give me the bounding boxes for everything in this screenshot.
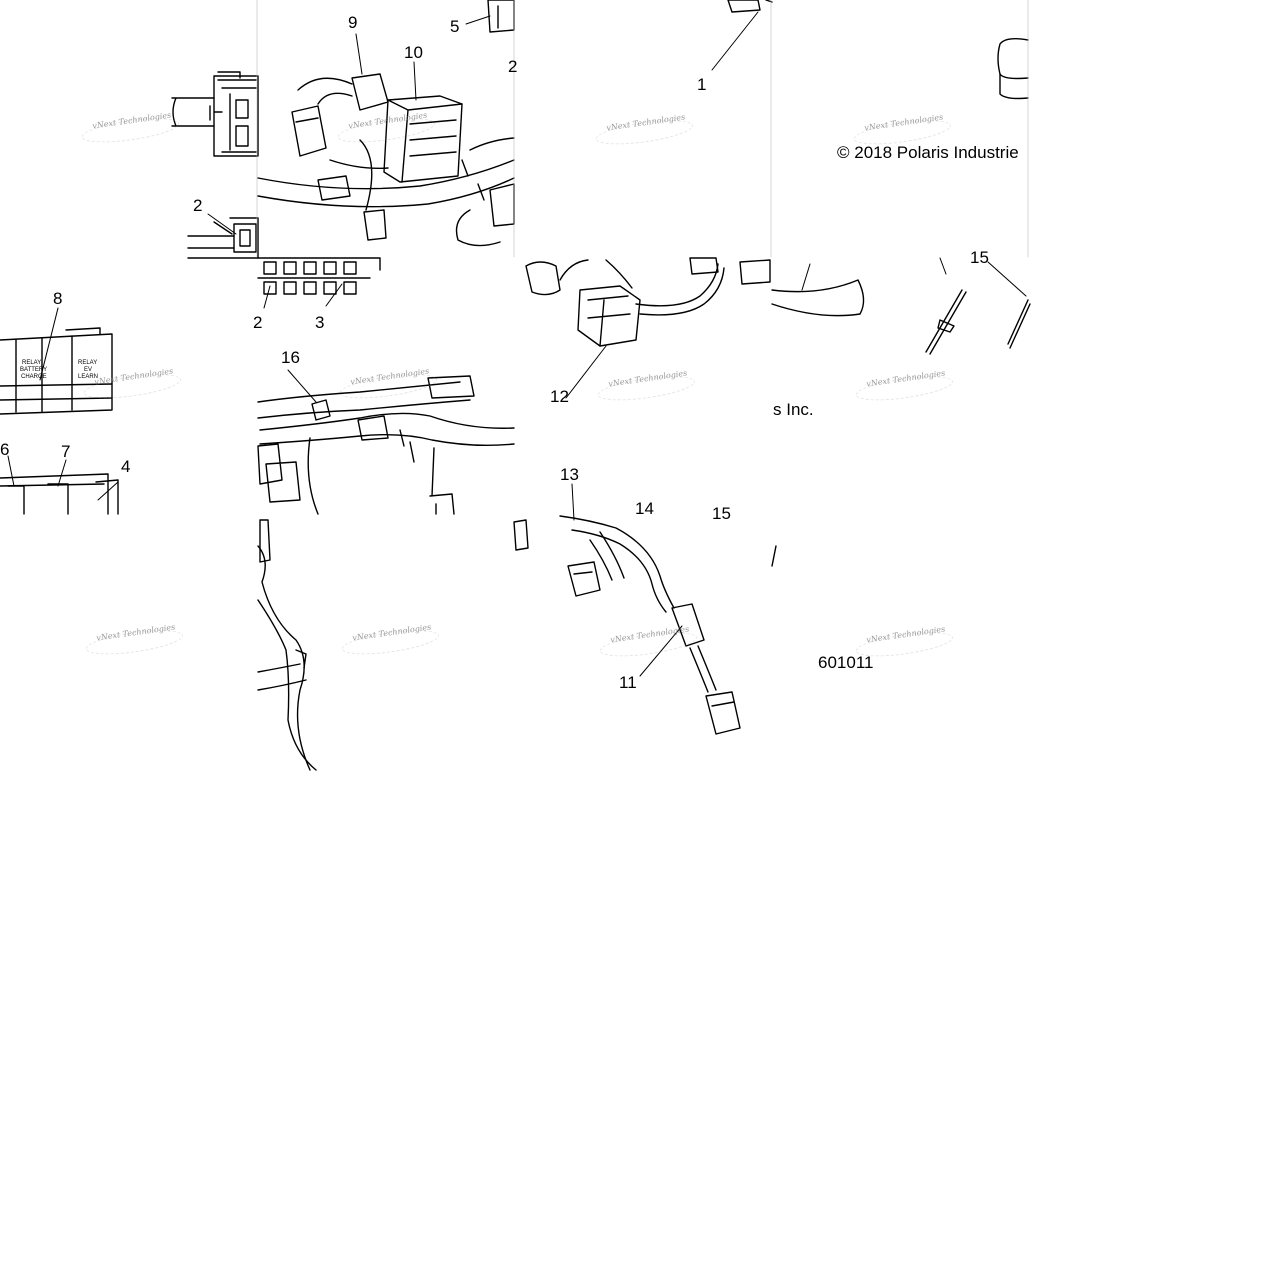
figure-number: 601011: [818, 653, 874, 672]
fuse-label-ev: EV: [84, 367, 92, 373]
fuse-label-learn: LEARN: [78, 374, 98, 380]
copyright-text: © 2018 Polaris Industrie: [837, 143, 1019, 162]
component-1-illustration: [727, 0, 773, 13]
main-harness-illustration: [257, 0, 515, 247]
callout-7: 7: [61, 442, 71, 461]
fuse-box-base-illustration: [0, 473, 119, 515]
relay-connector-2-illustration: [187, 217, 259, 259]
callout-13: 13: [560, 465, 579, 484]
callout-11: 11: [619, 673, 637, 692]
harness-lower-illustration: [257, 519, 317, 771]
fuse-label-relay-ev: RELAY: [78, 360, 97, 366]
clip-14-illustration: [925, 289, 967, 355]
tube-end-illustration: [997, 37, 1029, 100]
callout-5: 5: [450, 17, 460, 36]
callout-12: 12: [550, 387, 569, 406]
fuse-block-illustration: [257, 257, 381, 295]
callout-2-left: 2: [193, 196, 203, 215]
harness-11-illustration: [513, 515, 777, 735]
tile-edges: [256, 0, 1029, 258]
callout-16: 16: [281, 348, 300, 367]
callout-9: 9: [348, 13, 358, 32]
callout-1: 1: [697, 75, 707, 94]
callout-8: 8: [53, 289, 63, 308]
fuse-label-relay-battery: RELAY: [22, 360, 41, 366]
fuse-box-illustration: RELAY BATTERY CHARGE RELAY EV LEARN: [0, 327, 113, 415]
harness-16-illustration: [257, 375, 515, 515]
fuse-label-charge: CHARGE: [21, 374, 47, 380]
tie-strap-15-illustration: [1007, 299, 1031, 349]
connector-12-illustration: [525, 257, 771, 347]
panel-edge-illustration: [771, 279, 865, 317]
callout-6: 6: [0, 440, 10, 459]
callout-15-upper: 15: [970, 248, 989, 267]
callout-2-top: 2: [508, 57, 518, 76]
relay-connector-illustration: [171, 71, 259, 157]
callout-4: 4: [121, 457, 131, 476]
callout-2-fuse: 2: [253, 313, 263, 332]
copyright-text-continued: s Inc.: [773, 400, 814, 419]
callout-3: 3: [315, 313, 325, 332]
callout-15-lower: 15: [712, 504, 731, 523]
callout-14: 14: [635, 499, 654, 518]
callout-10: 10: [404, 43, 423, 62]
fuse-label-battery: BATTERY: [20, 367, 47, 373]
